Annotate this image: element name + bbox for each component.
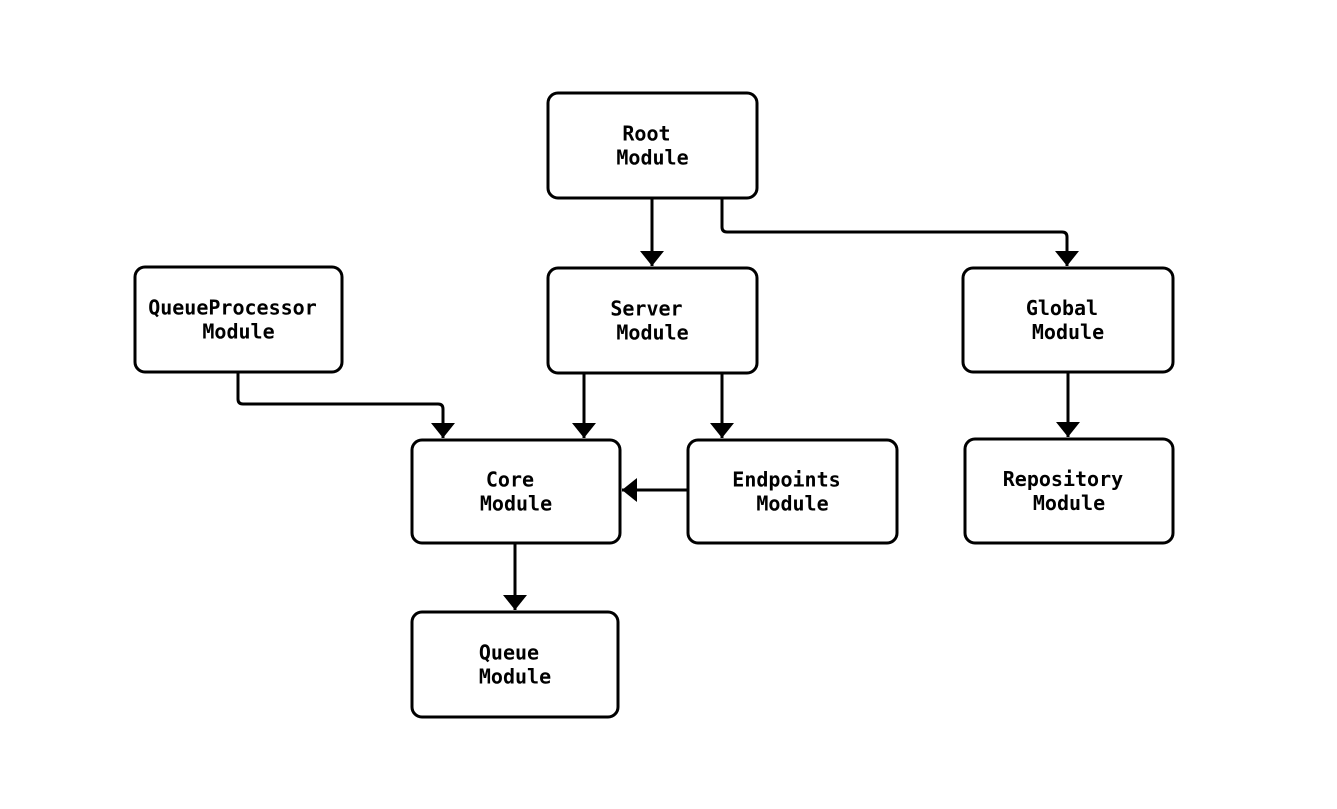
node-repository-module: Repository Module (963, 437, 1175, 545)
queueprocessor-module-label: QueueProcessor Module (148, 296, 329, 344)
node-server-module: Server Module (546, 266, 759, 375)
node-core-module: Core Module (410, 438, 622, 545)
repository-module-box (963, 437, 1175, 545)
diagram-edges (236, 198, 1080, 610)
global-module-label: Global Module (1026, 296, 1110, 344)
server-module-box (546, 266, 759, 375)
endpoints-module-label: Endpoints Module (732, 468, 852, 516)
global-module-box (961, 266, 1175, 374)
node-endpoints-module: Endpoints Module (686, 438, 899, 545)
server-module-label: Server Module (610, 297, 694, 345)
node-queueprocessor-module: QueueProcessor Module (133, 265, 344, 374)
diagram-nodes: Root Module Server Module QueueProcessor… (133, 91, 1175, 719)
queueprocessor-module-box (133, 265, 344, 374)
root-module-label: Root Module (616, 122, 688, 170)
queue-module-box (410, 610, 620, 719)
node-queue-module: Queue Module (410, 610, 620, 719)
edge-queueprocessor-to-core (236, 372, 455, 438)
repository-module-label: Repository Module (1003, 467, 1135, 515)
queue-module-label: Queue Module (479, 641, 551, 689)
core-module-box (410, 438, 622, 545)
node-root-module: Root Module (546, 91, 759, 200)
node-global-module: Global Module (961, 266, 1175, 374)
root-module-box (546, 91, 759, 200)
endpoints-module-box (686, 438, 899, 545)
edge-root-to-global (720, 198, 1079, 266)
core-module-label: Core Module (480, 468, 552, 516)
